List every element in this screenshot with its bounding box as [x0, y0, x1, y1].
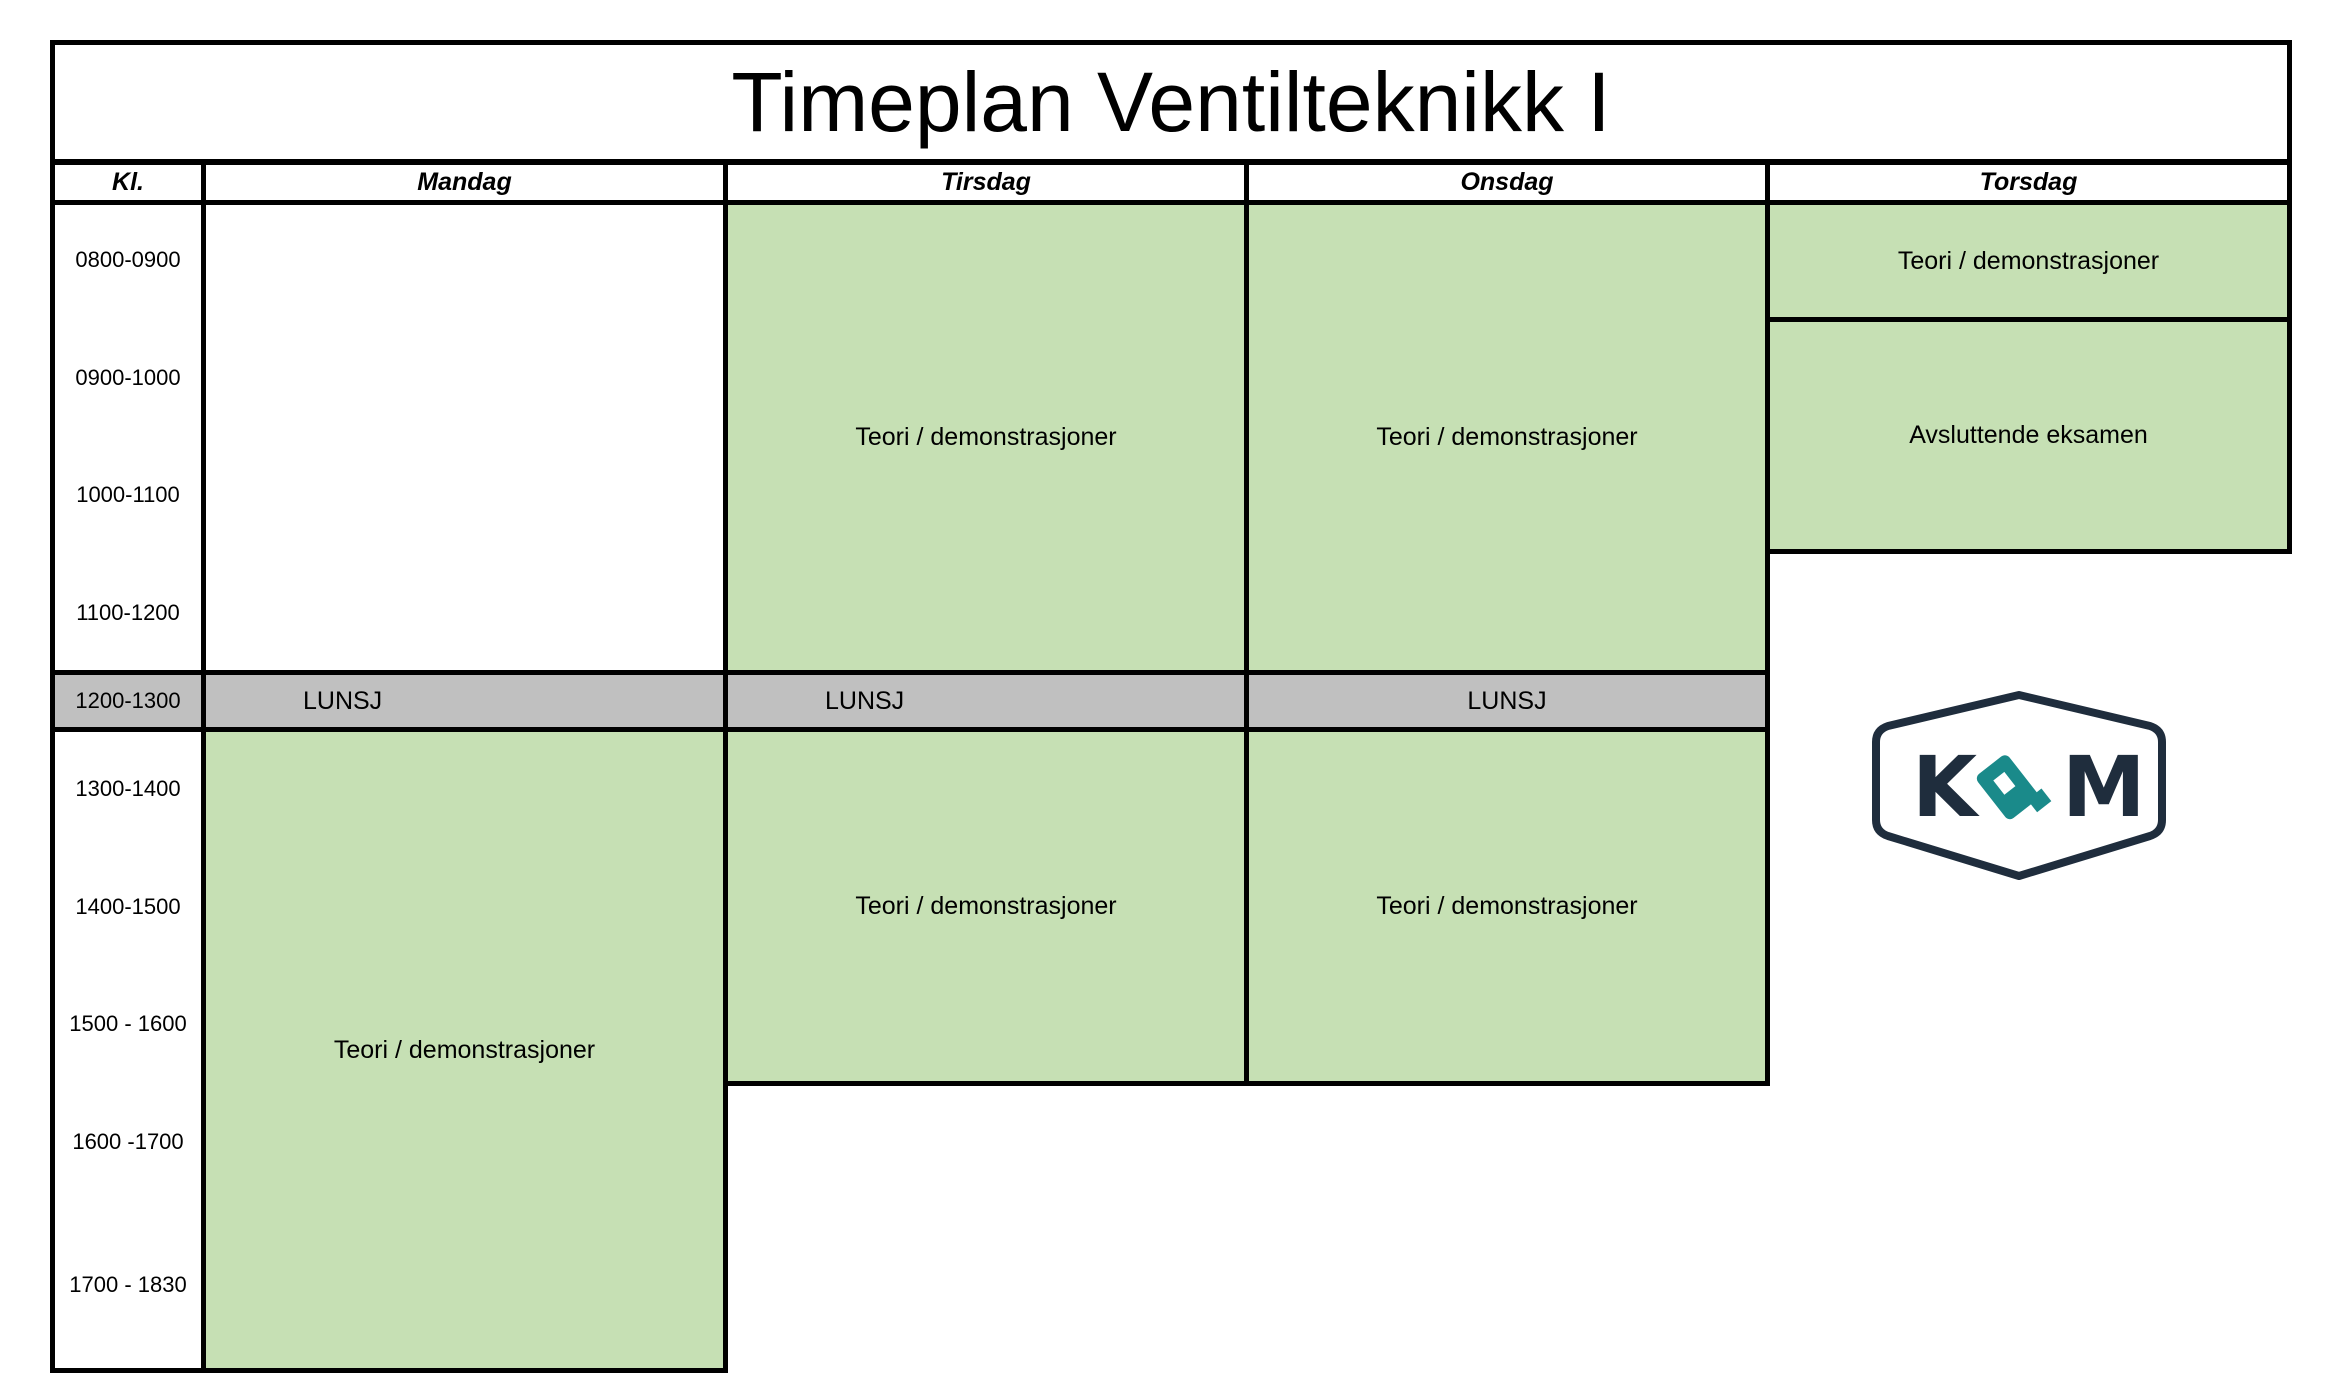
svg-text:M: M: [2062, 738, 2146, 836]
time-label: 1100-1200: [76, 600, 180, 625]
header-tirsdag: Tirsdag: [723, 160, 1249, 205]
time-lunch-divider: [50, 670, 206, 732]
time-label: 1700 - 1830: [69, 1272, 187, 1297]
onsdag-afternoon-block: Teori / demonstrasjoner: [1244, 727, 1770, 1086]
time-label: 0800-0900: [75, 247, 181, 272]
header-mandag: Mandag: [201, 160, 728, 205]
torsdag-exam-block: Avsluttende eksamen: [1765, 317, 2292, 554]
time-lunch-background: [55, 675, 201, 727]
svg-text:K: K: [1912, 738, 1980, 836]
onsdag-morning-block: Teori / demonstrasjoner: [1244, 200, 1770, 675]
time-label: 1000-1100: [76, 482, 180, 507]
tirsdag-morning-block: Teori / demonstrasjoner: [723, 200, 1249, 675]
onsdag-lunch: LUNSJ: [1244, 670, 1770, 732]
time-label: 1600 -1700: [72, 1129, 184, 1154]
tirsdag-lunch: LUNSJ: [723, 670, 1249, 732]
header-torsdag: Torsdag: [1765, 160, 2292, 205]
time-column: [50, 160, 206, 1373]
tirsdag-afternoon-block: Teori / demonstrasjoner: [723, 727, 1249, 1086]
time-label: 1500 - 1600: [69, 1011, 187, 1036]
time-label: 1400-1500: [75, 894, 181, 919]
km-logo-icon: K M: [1872, 691, 2166, 880]
mandag-afternoon-block: Teori / demonstrasjoner: [201, 727, 728, 1373]
torsdag-first-block: Teori / demonstrasjoner: [1765, 200, 2292, 322]
time-label: 1300-1400: [75, 776, 181, 801]
mandag-lunch: LUNSJ: [201, 670, 728, 732]
mandag-morning-empty: [201, 200, 728, 675]
page-title: Timeplan Ventilteknikk I: [50, 40, 2292, 164]
header-onsdag: Onsdag: [1244, 160, 1770, 205]
time-label: 1200-1300: [75, 688, 181, 713]
time-label: 0900-1000: [75, 365, 181, 390]
